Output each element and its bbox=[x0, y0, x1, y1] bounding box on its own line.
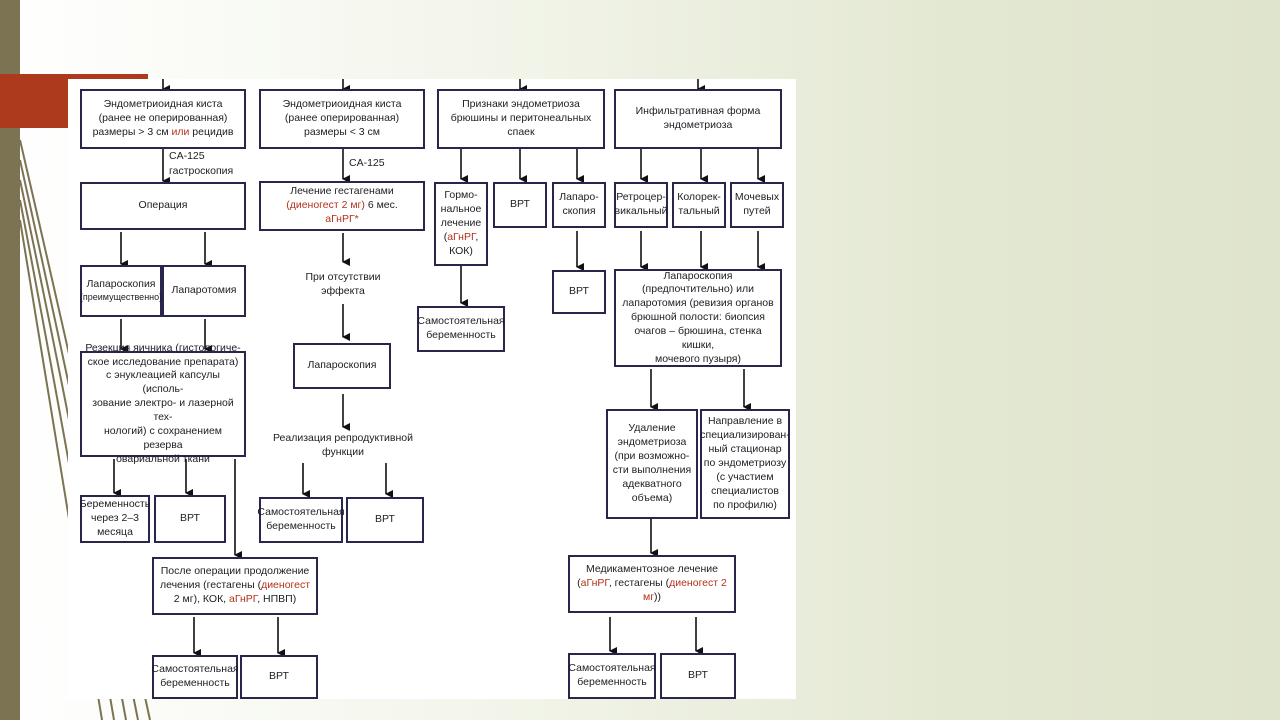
referral-box: Направление в специализирован- ный стаци… bbox=[700, 409, 790, 519]
col3-self-pregnancy-box: Самостоятельная беременность bbox=[417, 306, 505, 352]
operation-box: Операция bbox=[80, 182, 246, 230]
col3-head-box: Признаки эндометриоза брюшины и перитоне… bbox=[437, 89, 605, 149]
col4-laparo-box: Лапароскопия (предпочтительно) или лапар… bbox=[614, 269, 782, 367]
left-decor-strip bbox=[0, 0, 20, 720]
flowchart-connectors bbox=[113, 79, 765, 657]
col1-vrt2-box: ВРТ bbox=[240, 655, 318, 699]
col1-ca125-label: CA-125 bbox=[169, 150, 205, 162]
col2-ca125-label: CA-125 bbox=[349, 157, 385, 169]
resection-box: Резекция яичника (гистологиче- ское иссл… bbox=[80, 342, 246, 465]
medication-box: Медикаментозное лечение (аГнРГ, гестаген… bbox=[568, 555, 736, 613]
col4-head-box: Инфильтративная форма эндометриоза bbox=[614, 89, 782, 149]
col3-laparoscopy-box: Лапаро- скопия bbox=[552, 182, 606, 228]
no-effect-label: При отсутствии эффекта bbox=[305, 271, 381, 297]
colorectal-box: Колорек- тальный bbox=[672, 182, 726, 228]
col2-laparoscopy-box: Лапароскопия bbox=[293, 343, 391, 389]
retrocervical-box: Ретроцер- викальный bbox=[614, 182, 668, 228]
col3-vrt2-box: ВРТ bbox=[552, 270, 606, 314]
hormonal-box: Гормо- нальное лечение (аГнРГ, КОК) bbox=[434, 182, 488, 266]
realization-label: Реализация репродуктивной функции bbox=[272, 432, 413, 458]
col1-head-box: Эндометриоидная киста (ранее не опериров… bbox=[80, 89, 246, 149]
col1-gastro-label: гастроскопия bbox=[169, 165, 234, 177]
laparoscopy-box: Лапароскопия (преимущественно) bbox=[80, 265, 162, 317]
col2-self-pregnancy-box: Самостоятельная беременность bbox=[257, 497, 345, 543]
gestagen-box: Лечение гестагенами (диеногест 2 мг) 6 м… bbox=[259, 181, 425, 231]
col4-self-pregnancy-box: Самостоятельная беременность bbox=[568, 653, 656, 699]
laparotomy-box: Лапаротомия bbox=[162, 265, 246, 317]
col2-vrt-box: ВРТ bbox=[346, 497, 424, 543]
postop-box: После операции продолжение лечения (гест… bbox=[152, 557, 318, 615]
col1-vrt-box: ВРТ bbox=[154, 495, 226, 543]
removal-box: Удаление эндометриоза (при возможно- сти… bbox=[606, 409, 698, 519]
col2-head-box: Эндометриоидная киста (ранее оперированн… bbox=[259, 89, 425, 149]
flowchart-panel: Эндометриоидная киста (ранее не опериров… bbox=[68, 79, 796, 699]
col3-vrt-box: ВРТ bbox=[493, 182, 547, 228]
col1-self-pregnancy-box: Самостоятельная беременность bbox=[151, 655, 239, 699]
col4-vrt-box: ВРТ bbox=[660, 653, 736, 699]
pregnancy-after-box: Беременность через 2–3 месяца bbox=[80, 495, 150, 543]
urinary-box: Мочевых путей bbox=[730, 182, 784, 228]
